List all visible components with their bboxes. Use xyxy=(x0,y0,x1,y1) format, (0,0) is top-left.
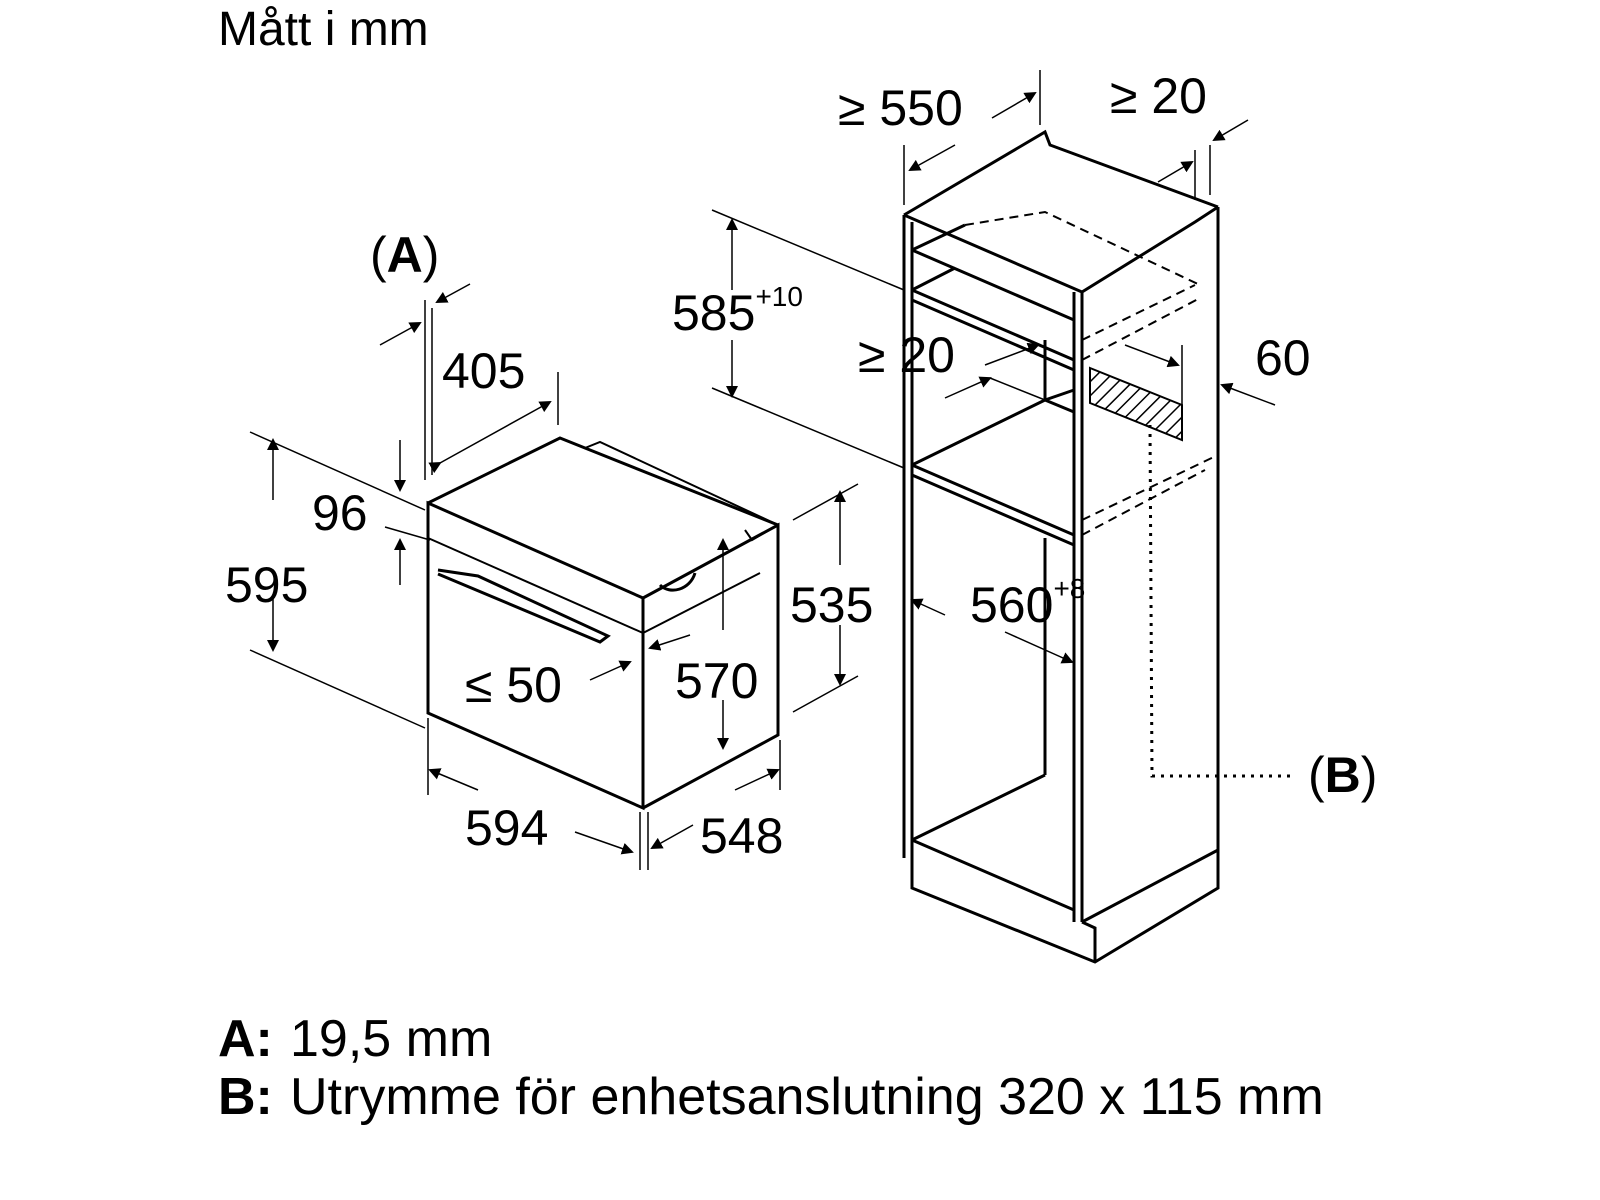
cabinet-hidden-lines xyxy=(964,210,1219,536)
dim-585: 585+10 xyxy=(672,281,803,341)
label-a-letter: A xyxy=(387,227,423,283)
legend-key: B: xyxy=(218,1068,273,1126)
legend-item-a: A: 19,5 mm xyxy=(218,1010,1578,1068)
dim-594: 594 xyxy=(465,800,548,856)
legend: A: 19,5 mm B: Utrymme för enhetsanslutni… xyxy=(218,1010,1578,1126)
label-b: (B) xyxy=(1308,747,1377,803)
dim-585-value: 585 xyxy=(672,285,755,341)
cabinet-dimension-lines xyxy=(711,70,1276,664)
dim-405: 405 xyxy=(442,343,525,399)
label-b-leader xyxy=(1148,424,1295,778)
dim-560: 560+8 xyxy=(970,573,1085,633)
oven-side xyxy=(642,522,780,810)
oven-drawing xyxy=(426,436,780,811)
legend-item-b: B: Utrymme för enhetsanslutning 320 x 11… xyxy=(218,1068,1578,1126)
legend-text: Utrymme för enhetsanslutning 320 x 115 m… xyxy=(290,1068,1324,1126)
legend-key: A: xyxy=(218,1010,273,1068)
dim-min-20-mid: ≥ 20 xyxy=(858,327,955,383)
cabinet-drawing xyxy=(902,129,1220,964)
dim-min-550: ≥ 550 xyxy=(838,80,963,136)
dim-570: 570 xyxy=(675,653,758,709)
label-b-letter: B xyxy=(1325,747,1361,803)
dim-max-50: ≤ 50 xyxy=(465,657,562,713)
dim-535: 535 xyxy=(790,577,873,633)
label-a: (A) xyxy=(370,227,439,283)
dim-min-20-top: ≥ 20 xyxy=(1110,68,1207,124)
diagram-title: Mått i mm xyxy=(218,3,429,56)
dim-548: 548 xyxy=(700,808,783,864)
legend-text: 19,5 mm xyxy=(290,1010,493,1068)
dim-560-tolerance: +8 xyxy=(1053,573,1085,604)
oven-top xyxy=(427,436,779,527)
oven-front xyxy=(426,500,645,811)
dim-60: 60 xyxy=(1255,330,1311,386)
oven-handle xyxy=(437,568,611,644)
dim-96: 96 xyxy=(312,485,368,541)
dim-560-value: 560 xyxy=(970,577,1053,633)
dim-585-tolerance: +10 xyxy=(755,281,803,312)
oven-dimension-lines xyxy=(249,283,859,870)
connection-space xyxy=(1089,366,1183,442)
dim-595: 595 xyxy=(225,557,308,613)
